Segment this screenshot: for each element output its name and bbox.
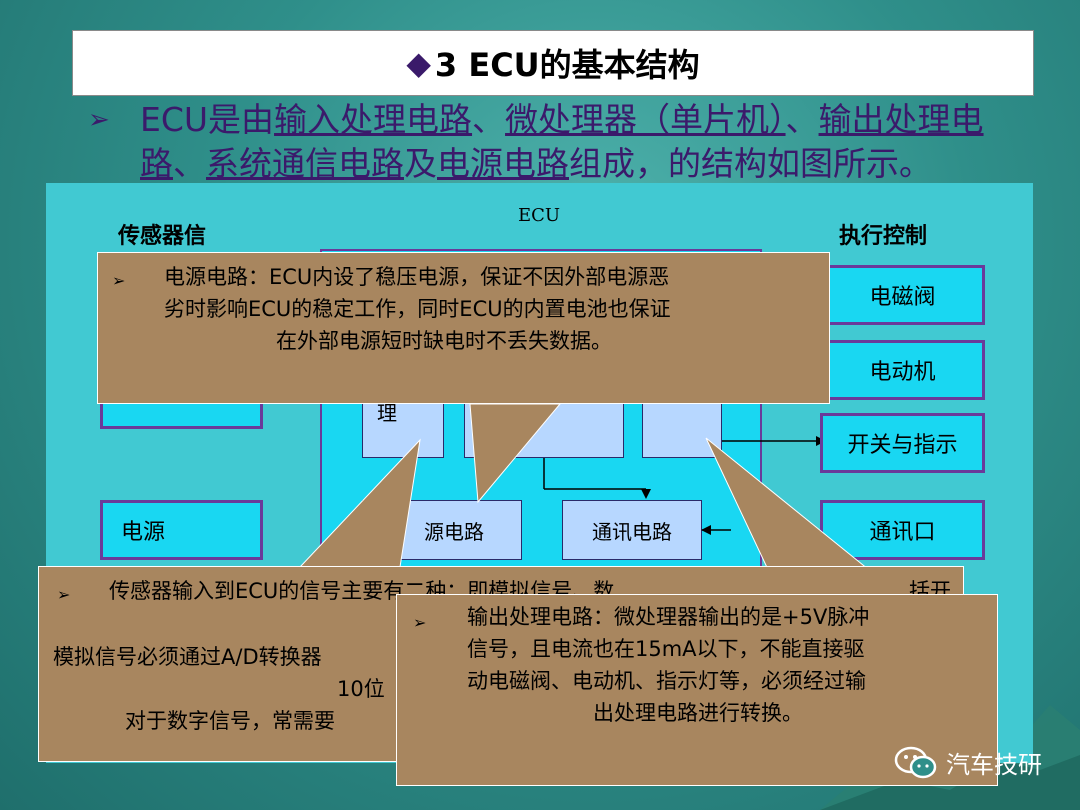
intro-segment: 组成，的结构如图所示。 [569,144,932,183]
intro-segment: 微处理器（单片机） [505,100,786,139]
arrow-bullet-icon: ➢ [57,585,71,604]
intro-segment: 、 [472,100,506,139]
arrow-bullet-icon: ➢ [413,613,427,632]
arrow-bullet-icon: ➢ [112,271,126,290]
page-title: 3 ECU的基本结构 [434,46,700,84]
power-circuit-text: 源电路 [424,519,484,544]
brand-watermark: 汽车技研 [894,745,1042,780]
ecu-label: ECU [518,205,561,226]
sensor-label: 传感器信 [118,224,207,249]
output-comm-port-text: 通讯口 [869,520,936,545]
intro-segment: 、 [785,100,819,139]
intro-segment: 及 [404,144,437,183]
output-switch-text: 开关与指示 [847,433,958,458]
power-callout: ➢ 电源电路：ECU内设了稳压电源，保证不因外部电源恶 劣时影响ECU的稳定工作… [97,252,830,404]
intro-segment: 输出处理电路 [140,100,984,183]
output-callout-line-1: 输出处理电路：微处理器输出的是+5V脉冲 [467,605,870,629]
title-box: ◆ 3 ECU的基本结构 [72,30,1034,96]
power-callout-line-2: 劣时影响ECU的稳定工作，同时ECU的内置电池也保证 [164,297,671,321]
output-solenoid-text: 电磁阀 [869,285,936,310]
intro-paragraph: ➢ ECU是由输入处理电路、微处理器（单片机）、输出处理电路、系统通信电路及电源… [88,98,1048,186]
input-callout-line-3: 10位 [337,677,385,701]
input-callout-line-4: 对于数字信号，常需要 [125,709,335,733]
output-comm-port-box: 通讯口 [820,500,985,560]
output-switch-box: 开关与指示 [820,413,985,473]
power-callout-line-3: 在外部电源短时缺电时不丢失数据。 [276,329,612,353]
diamond-icon: ◆ [406,44,431,82]
left-power-box: 电源 [100,500,263,560]
output-motor-box: 电动机 [820,340,985,400]
actuator-label: 执行控制 [839,224,928,249]
brand-name: 汽车技研 [946,751,1042,779]
intro-segment: 电源电路 [437,144,569,183]
intro-segment: 、 [173,144,206,183]
output-callout-line-4: 出处理电路进行转换。 [593,701,803,725]
comm-circuit-box: 通讯电路 [562,500,702,560]
intro-text: ECU是由输入处理电路、微处理器（单片机）、输出处理电路、系统通信电路及电源电路… [140,98,1048,186]
input-callout-line-2: 模拟信号必须通过A/D转换器 [53,645,322,669]
arrow-bullet-icon: ➢ [88,105,110,135]
wechat-icon [894,746,937,778]
intro-segment: ECU是由 [140,100,275,139]
output-callout-line-2: 信号，且电流也在15mA以下，不能直接驱 [467,637,865,661]
left-power-text: 电源 [121,520,166,545]
output-motor-text: 电动机 [869,360,936,385]
power-callout-line-1: 电源电路：ECU内设了稳压电源，保证不因外部电源恶 [164,265,670,289]
comm-circuit-text: 通讯电路 [592,519,672,544]
intro-segment: 系统通信电路 [206,144,404,183]
intro-segment: 输入处理电路 [274,100,473,139]
output-callout-line-3: 动电磁阀、电动机、指示灯等，必须经过输 [467,669,866,693]
inner-li-text: 理 [377,401,397,425]
output-solenoid-box: 电磁阀 [820,265,985,325]
